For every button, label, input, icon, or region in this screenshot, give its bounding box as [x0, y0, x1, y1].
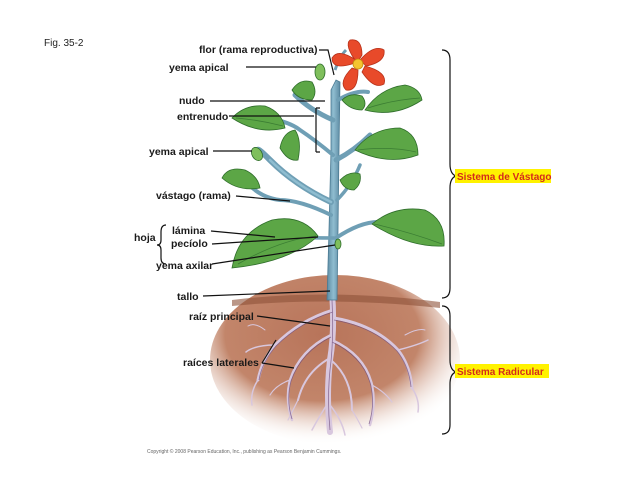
leaf-inner-left: [291, 80, 316, 101]
leaf-lower-right: [371, 208, 445, 247]
label-apical-bud-side: yema apical: [149, 146, 209, 158]
copyright: Copyright © 2008 Pearson Education, Inc.…: [147, 448, 341, 455]
root-system-label: Sistema Radicular: [457, 367, 544, 378]
shoot-system-label: Sistema de Vástago: [457, 172, 551, 183]
leaf-top-small: [341, 94, 366, 111]
apical-bud-side: [251, 147, 263, 161]
label-axillary-bud: yema axilar: [156, 260, 213, 272]
main-stem: [326, 79, 341, 301]
label-lateral-roots: raíces laterales: [183, 357, 259, 369]
axillary-bud: [334, 238, 342, 250]
label-leaf: hoja: [134, 232, 156, 244]
label-stem: tallo: [177, 291, 199, 303]
soil-surface: [232, 294, 440, 308]
petal: [361, 65, 385, 86]
leaf-upper-left: [231, 105, 286, 131]
leaf-branch-left: [221, 168, 261, 190]
label-internode: entrenudo: [177, 111, 228, 123]
flower-center: [352, 58, 364, 70]
label-petiole: pecíolo: [171, 238, 208, 250]
label-blade: lámina: [172, 225, 205, 237]
label-taproot: raíz principal: [189, 311, 254, 323]
shoot-system-highlight: [455, 169, 551, 183]
label-node: nudo: [179, 95, 205, 107]
flower: [331, 39, 385, 91]
petal: [359, 47, 385, 67]
soil: [210, 275, 460, 445]
root-hairs: [258, 299, 412, 431]
label-flower: flor (rama reproductiva): [199, 44, 317, 56]
petal: [347, 39, 363, 64]
labels: flor (rama reproductiva) yema apical nud…: [134, 44, 317, 369]
leaf-branch-mid: [279, 129, 300, 161]
leaf-upper-right: [364, 84, 423, 113]
leaf-stem-small: [339, 172, 361, 191]
figure-label: Fig. 35-2: [44, 38, 84, 49]
leaves: [221, 80, 445, 269]
shoot-system-bracket: [441, 49, 458, 299]
root-system-highlight: [455, 364, 549, 378]
petal: [342, 67, 359, 91]
label-branch: vástago (rama): [156, 190, 231, 202]
leaf-mid-right: [354, 127, 419, 160]
buds: [251, 63, 342, 250]
apical-bud-top: [314, 63, 326, 81]
leader-lines: [156, 49, 336, 369]
petal: [331, 53, 357, 67]
root-system: [245, 289, 429, 436]
label-apical-bud-top: yema apical: [169, 62, 229, 74]
